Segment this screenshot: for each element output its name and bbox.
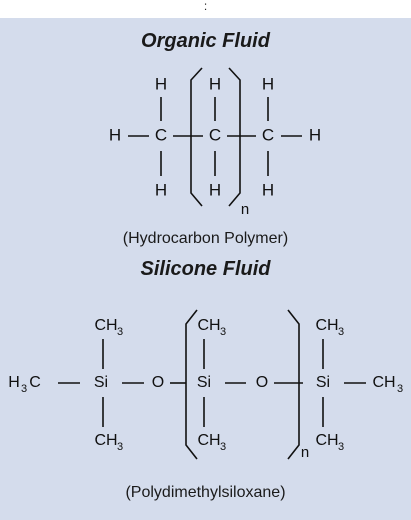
right-bracket: [287, 309, 300, 460]
siloxane-structure: CH 3 CH 3 CH 3 H 3 C Si O Si O Si CH 3 C…: [8, 309, 403, 461]
left-bracket: [190, 67, 203, 207]
atom-c: C: [29, 374, 41, 391]
atom-h: H: [309, 125, 321, 144]
subscript-3: 3: [220, 326, 226, 338]
repeat-n: n: [301, 444, 309, 461]
right-bracket: [228, 67, 241, 207]
organic-caption: (Hydrocarbon Polymer): [122, 230, 289, 247]
atom-h: H: [155, 180, 167, 199]
atom-si: Si: [94, 374, 108, 391]
atom-ch: CH: [315, 317, 338, 334]
subscript-3: 3: [220, 441, 226, 453]
atom-h: H: [262, 180, 274, 199]
atom-c: C: [155, 125, 167, 144]
subscript-3: 3: [117, 441, 123, 453]
atom-ch: CH: [315, 432, 338, 449]
subscript-3: 3: [397, 383, 403, 395]
subscript-3: 3: [117, 326, 123, 338]
subscript-3: 3: [21, 383, 27, 395]
atom-h: H: [109, 125, 121, 144]
subscript-3: 3: [338, 326, 344, 338]
atom-h: H: [155, 74, 167, 93]
atom-o: O: [152, 374, 164, 391]
silicone-title: Silicone Fluid: [140, 258, 271, 280]
repeat-n: n: [241, 201, 249, 218]
atom-ch: CH: [197, 432, 220, 449]
atom-h: H: [209, 74, 221, 93]
atom-si: Si: [197, 374, 211, 391]
atom-h: H: [262, 74, 274, 93]
atom-ch: CH: [372, 374, 395, 391]
atom-o: O: [256, 374, 268, 391]
atom-si: Si: [316, 374, 330, 391]
atom-c: C: [262, 125, 274, 144]
hydrocarbon-structure: H H H H C C C H H H H n: [109, 67, 321, 218]
silicone-caption: (Polydimethylsiloxane): [125, 484, 286, 501]
atom-ch: CH: [197, 317, 220, 334]
header-mark: :: [203, 0, 208, 13]
left-bracket: [185, 309, 198, 460]
diagram-panel: [0, 18, 411, 520]
atom-c: C: [209, 125, 221, 144]
atom-ch: CH: [94, 432, 117, 449]
organic-title: Organic Fluid: [141, 30, 270, 52]
atom-h: H: [209, 180, 221, 199]
atom-ch: CH: [94, 317, 117, 334]
subscript-3: 3: [338, 441, 344, 453]
atom-h: H: [8, 374, 20, 391]
